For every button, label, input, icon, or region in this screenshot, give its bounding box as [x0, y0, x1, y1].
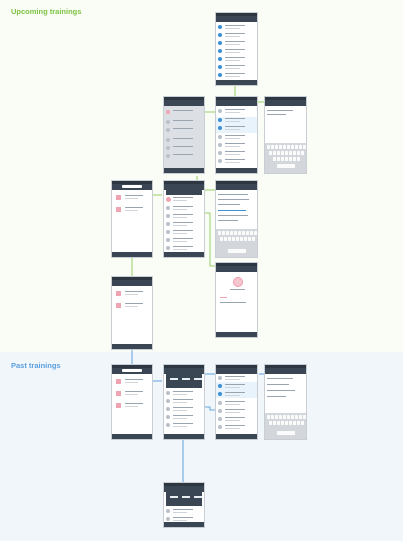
- screen-training-detail: [163, 180, 205, 258]
- screen-new-message: [215, 180, 258, 258]
- connector-detail-to-profile: [205, 212, 215, 267]
- screen-past-calendar: [111, 364, 153, 440]
- screen-select-participants: [215, 96, 258, 174]
- screen-trainings-calendar: [111, 180, 153, 258]
- screen-participants-list: [215, 12, 258, 86]
- screen-compose-message: [264, 96, 307, 174]
- upcoming-section-background: [0, 0, 403, 352]
- screen-past-message: [264, 364, 307, 440]
- connector-past-detail-to-message: [205, 406, 215, 411]
- screen-past-detail: [163, 364, 205, 440]
- upcoming-trainings-heading: Upcoming trainings: [11, 7, 82, 16]
- screen-past-participants: [215, 364, 258, 440]
- screen-action-sheet: [163, 96, 205, 174]
- screen-past-result: [163, 482, 205, 528]
- screen-trainer-profile: [215, 262, 258, 338]
- past-trainings-heading: Past trainings: [11, 361, 61, 370]
- screen-trainings-history: [111, 276, 153, 350]
